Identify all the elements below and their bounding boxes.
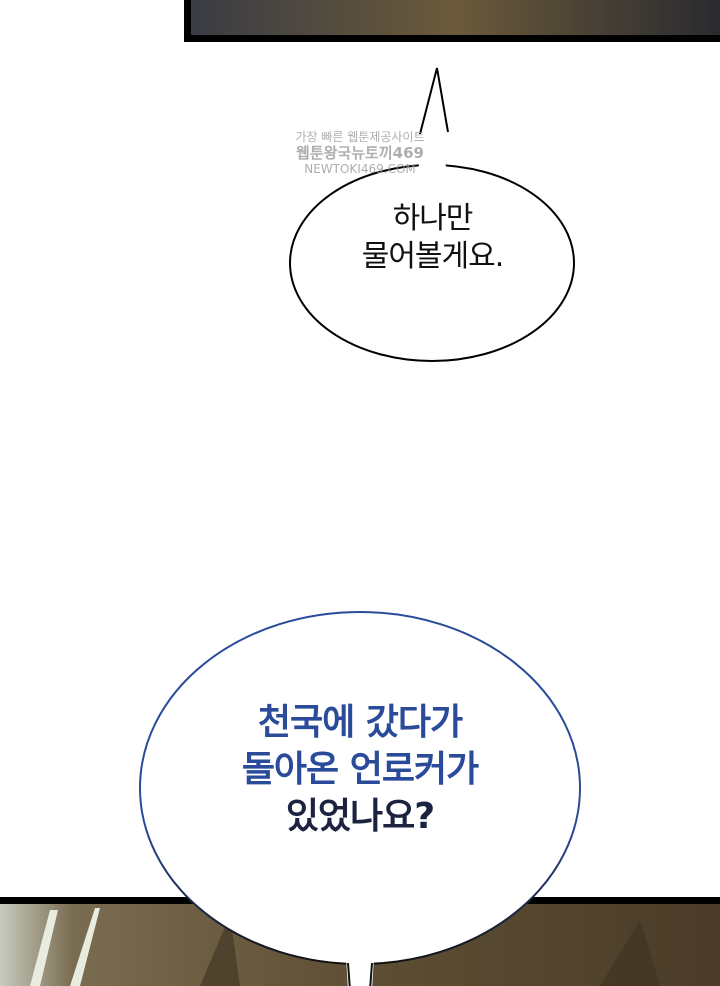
speech-bubble-1 xyxy=(289,67,575,362)
watermark-line: 웹툰왕국뉴토끼469 xyxy=(296,144,424,163)
watermark-line: NEWTOKI469.COM xyxy=(304,162,416,177)
watermark-line: 가장 빠른 웹툰제공사이트 xyxy=(295,130,425,144)
dialogue-line: 돌아온 언로커가 xyxy=(241,748,479,790)
dialogue-line: 하나만 xyxy=(392,201,474,236)
watermark: 가장 빠른 웹툰제공사이트 웹툰왕국뉴토끼469 NEWTOKI469.COM xyxy=(290,130,430,177)
speech-bubble-1-text: 하나만 물어볼게요. xyxy=(300,200,565,275)
dialogue-line: 있었나요? xyxy=(285,795,435,837)
speech-bubble-2 xyxy=(139,611,581,986)
dialogue-line: 천국에 갔다가 xyxy=(257,702,463,743)
dialogue-line: 물어볼게요. xyxy=(361,238,505,274)
top-panel xyxy=(184,0,720,42)
speech-bubble-2-text: 천국에 갔다가 돌아온 언로커가 있었나요? xyxy=(160,700,560,840)
